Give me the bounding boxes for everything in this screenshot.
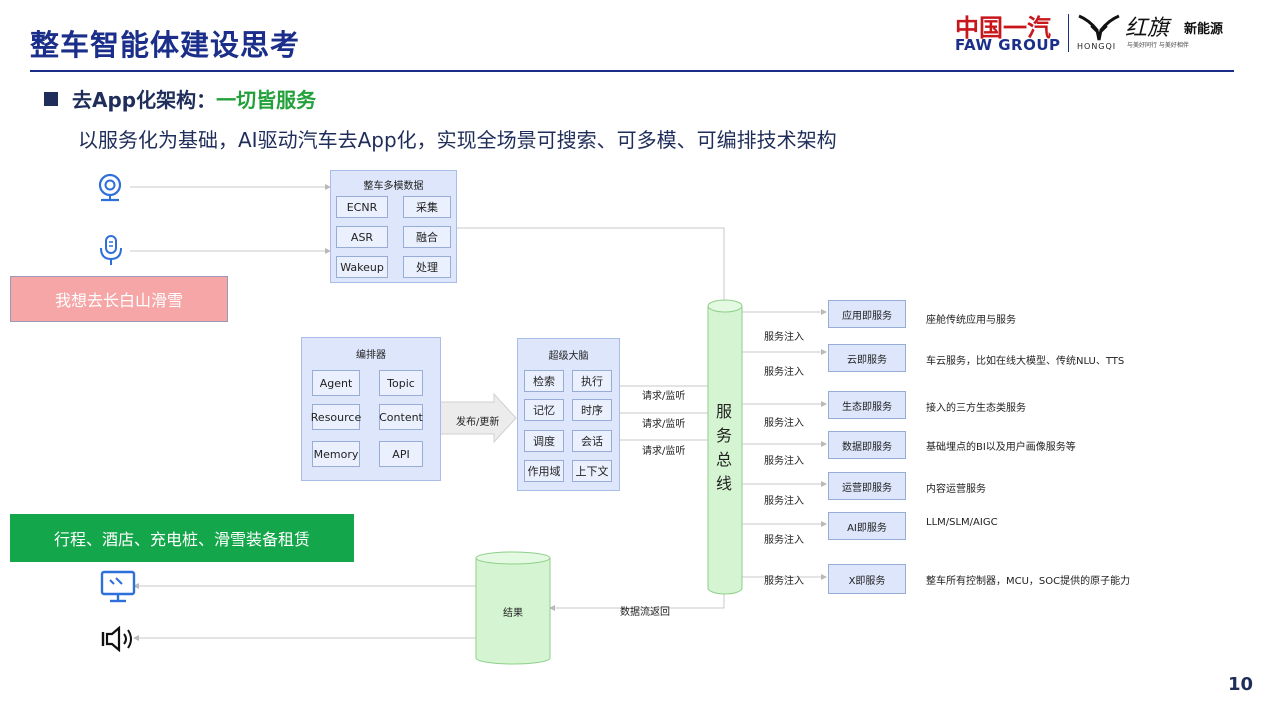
- headline-subtitle: 以服务化为基础，AI驱动汽车去App化，实现全场景可搜索、可多模、可编排技术架构: [78, 128, 837, 152]
- multimodal-cell: ECNR: [336, 196, 388, 218]
- publish-arrow: [439, 392, 517, 444]
- microphone-icon: [100, 235, 122, 265]
- bus-char: 总: [715, 450, 732, 469]
- hongqi-mark-text: HONGQI: [1077, 42, 1117, 51]
- publish-label: 发布/更新: [456, 417, 500, 428]
- result-output-box: 行程、酒店、充电桩、滑雪装备租赁: [10, 514, 354, 562]
- result-cylinder: [475, 551, 551, 665]
- orchestrator-cell: Topic: [379, 370, 423, 396]
- service-operations: 运营即服务: [828, 472, 906, 500]
- bus-char: 务: [715, 426, 732, 445]
- service-ecosystem: 生态即服务: [828, 391, 906, 419]
- super-brain-title: 超级大脑: [548, 351, 589, 362]
- return-flow-label: 数据流返回: [620, 607, 670, 618]
- bus-char: 服: [715, 402, 732, 421]
- brain-cell: 记忆: [524, 399, 564, 421]
- header-divider: [30, 70, 1234, 72]
- brain-cell: 作用域: [524, 460, 564, 482]
- inject-label: 服务注入: [764, 418, 804, 429]
- headline: 去App化架构：一切皆服务: [72, 84, 316, 113]
- multimodal-cell: 采集: [403, 196, 451, 218]
- brain-cell: 检索: [524, 370, 564, 392]
- brand-logo: 中国一汽 FAW GROUP HONGQI 红旗 新能源 与美好同行 与美好相伴: [955, 8, 1235, 56]
- inject-label: 服务注入: [764, 496, 804, 507]
- service-bus-label: 服 务 总 线: [708, 400, 740, 496]
- service-desc: 内容运营服务: [926, 484, 986, 495]
- orchestrator-cell: Resource: [311, 404, 361, 430]
- request-label: 请求/监听: [642, 391, 686, 402]
- service-x: X即服务: [828, 564, 906, 594]
- hongqi-logo-cn: 红旗: [1125, 16, 1170, 41]
- bus-char: 线: [715, 474, 732, 493]
- nev-label: 新能源: [1184, 22, 1224, 37]
- inject-label: 服务注入: [764, 535, 804, 546]
- bus-to-result-line: [549, 592, 725, 611]
- multimodal-title: 整车多模数据: [363, 181, 424, 192]
- headline-prefix: 去App化架构：: [72, 88, 217, 112]
- inject-label: 服务注入: [764, 367, 804, 378]
- brain-cell: 调度: [524, 430, 564, 452]
- orchestrator-cell: Agent: [312, 370, 360, 396]
- brain-cell: 上下文: [572, 460, 612, 482]
- service-desc: 接入的三方生态类服务: [926, 403, 1026, 414]
- page-title: 整车智能体建设思考: [30, 28, 301, 62]
- multimodal-cell: ASR: [336, 226, 388, 248]
- multimodal-cell: 处理: [403, 256, 451, 278]
- faw-logo-cn: 中国一汽: [955, 14, 1051, 42]
- request-label: 请求/监听: [642, 446, 686, 457]
- multimodal-cell: Wakeup: [336, 256, 388, 278]
- super-brain-box: 超级大脑 检索 执行 记忆 时序 调度 会话 作用域 上下文: [517, 338, 620, 491]
- orchestrator-cell: API: [379, 441, 423, 467]
- orchestrator-cell: Memory: [312, 441, 360, 467]
- brain-cell: 会话: [572, 430, 612, 452]
- faw-logo-en: FAW GROUP: [955, 36, 1061, 54]
- monitor-icon: [100, 570, 136, 603]
- service-desc: 整车所有控制器，MCU，SOC提供的原子能力: [926, 576, 1131, 587]
- service-cloud: 云即服务: [828, 344, 906, 372]
- hongqi-mark-icon: [1078, 14, 1120, 41]
- inject-label: 服务注入: [764, 576, 804, 587]
- service-ai: AI即服务: [828, 512, 906, 540]
- inject-label: 服务注入: [764, 332, 804, 343]
- logo-divider: [1068, 14, 1069, 52]
- orchestrator-box: 编排器 Agent Topic Resource Content Memory …: [301, 337, 441, 481]
- logo-tagline: 与美好同行 与美好相伴: [1127, 42, 1189, 49]
- square-bullet-icon: [44, 92, 58, 106]
- headline-highlight: 一切皆服务: [216, 88, 317, 112]
- page-number: 10: [1228, 674, 1254, 695]
- orchestrator-title: 编排器: [356, 350, 386, 361]
- inject-label: 服务注入: [764, 456, 804, 467]
- multimodal-cell: 融合: [403, 226, 451, 248]
- brain-cell: 执行: [572, 370, 612, 392]
- service-desc: 基础埋点的BI以及用户画像服务等: [926, 442, 1076, 453]
- service-app: 应用即服务: [828, 300, 906, 328]
- request-label: 请求/监听: [642, 419, 686, 430]
- service-desc: 车云服务，比如在线大模型、传统NLU、TTS: [926, 356, 1125, 367]
- multimodal-to-bus-line: [457, 227, 725, 304]
- multimodal-data-box: 整车多模数据 ECNR 采集 ASR 融合 Wakeup 处理: [330, 170, 457, 283]
- service-desc: LLM/SLM/AIGC: [926, 517, 998, 528]
- orchestrator-cell: Content: [379, 404, 423, 430]
- service-desc: 座舱传统应用与服务: [926, 315, 1016, 326]
- user-query-box: 我想去长白山滑雪: [10, 276, 228, 322]
- camera-icon: [98, 173, 122, 202]
- service-bus: [707, 299, 743, 595]
- brain-cell: 时序: [572, 399, 612, 421]
- speaker-icon: [101, 626, 132, 652]
- result-title: 结果: [503, 608, 523, 619]
- service-data: 数据即服务: [828, 431, 906, 459]
